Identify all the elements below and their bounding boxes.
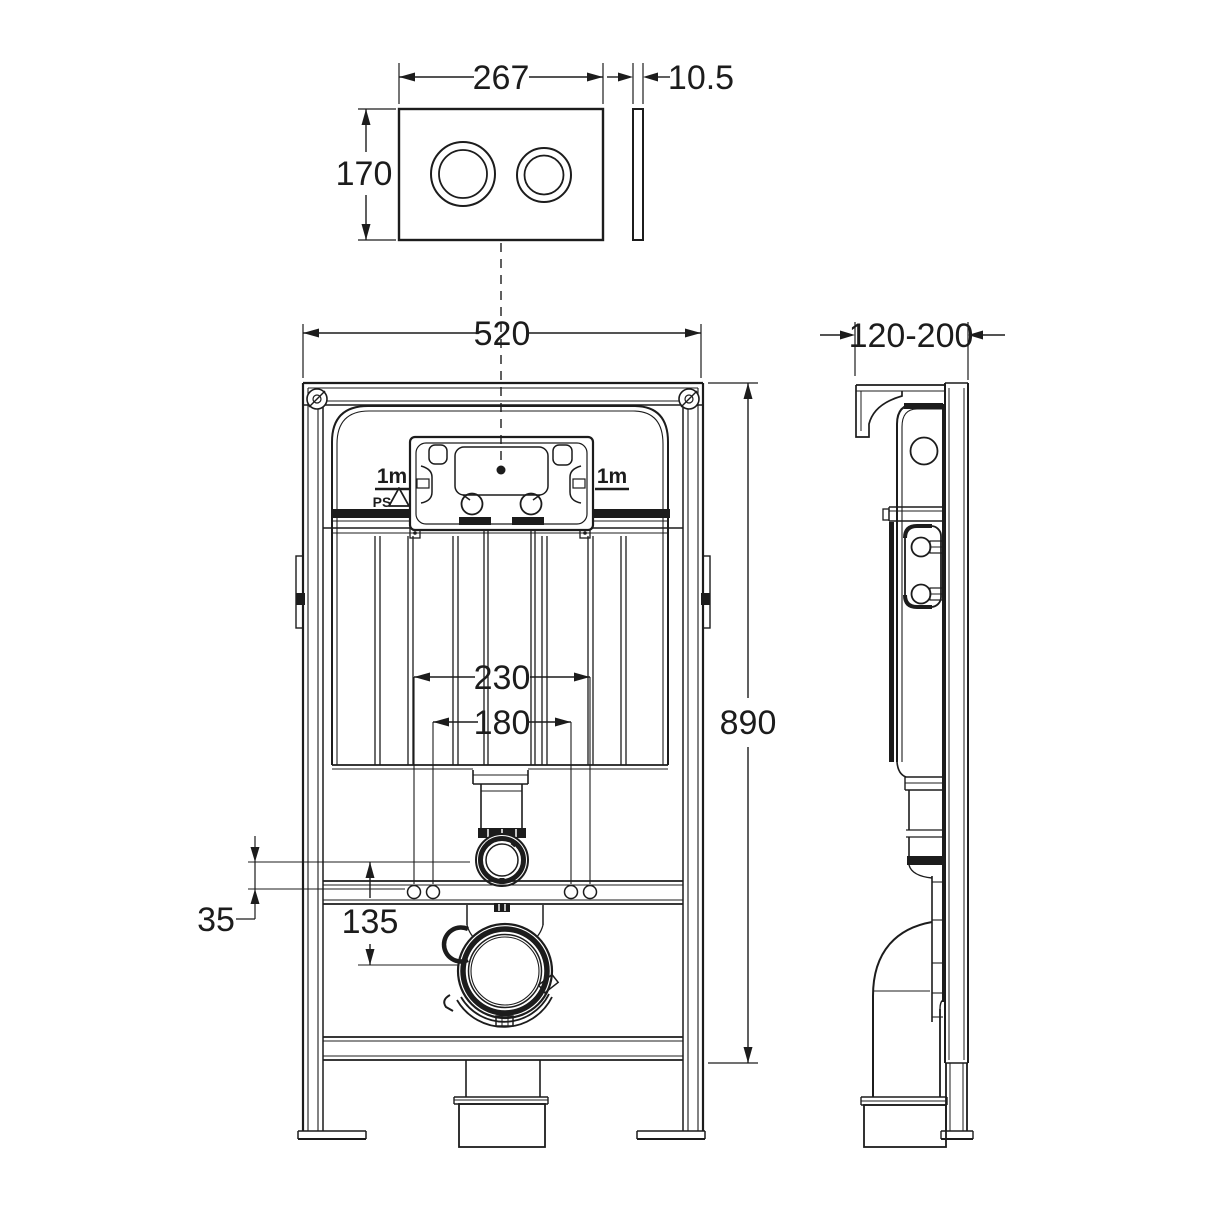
flush-plate-front-view [397, 107, 605, 242]
dim-plate-height: 170 [336, 108, 396, 241]
dim-plate-width-label: 267 [473, 59, 530, 97]
dim-fixing-outer-label: 230 [474, 659, 531, 697]
panel-corner-hole [428, 444, 448, 465]
dim-flush-bend-offset: 35 [197, 836, 470, 939]
flush-pipe-front [472, 770, 529, 838]
frame-side-view [855, 382, 974, 1148]
frame-front-view: 1m 1m PS [295, 381, 711, 1148]
side-frame-rail [944, 382, 969, 1064]
waste-outlet-connector [441, 903, 560, 1028]
fixing-hole [406, 884, 422, 900]
flush-button-large [430, 141, 496, 207]
frame-foot-left [297, 1130, 367, 1140]
dim-plate-height-label: 170 [336, 155, 393, 193]
panel-port [519, 492, 543, 516]
frame-foot-right [636, 1130, 706, 1140]
flush-button-small [516, 147, 572, 203]
flush-plate-side-view [632, 108, 644, 241]
flush-bend-connector [475, 833, 529, 887]
dim-frame-depth-label: 120-200 [849, 317, 974, 355]
dim-plate-width: 267 [398, 59, 604, 104]
flush-pipe-side [896, 761, 943, 1022]
dim-outlet-drop-label: 135 [342, 903, 399, 941]
dim-plate-thickness-label: 10.5 [668, 59, 734, 97]
dim-plate-thickness: 10.5 [607, 59, 734, 104]
left-1m-label: 1m [377, 465, 407, 488]
fixing-hole [563, 884, 579, 900]
panel-port [460, 492, 484, 516]
dim-frame-height-label: 890 [720, 704, 777, 742]
dim-frame-width: 520 [302, 315, 702, 378]
mounting-plate-side [903, 524, 944, 609]
dim-frame-height: 890 [708, 382, 777, 1064]
panel-corner-hole [552, 444, 573, 466]
bottom-rail [323, 1036, 683, 1061]
dim-frame-depth: 120-200 [820, 317, 1005, 380]
dim-frame-width-label: 520 [474, 315, 531, 353]
service-markings: 1m 1m PS [373, 465, 629, 510]
fixing-rail [323, 880, 683, 905]
dim-fixing-inner-label: 180 [474, 704, 531, 742]
outlet-box [453, 1060, 549, 1148]
dim-fixing-inner: 180 [432, 704, 572, 884]
access-panel [408, 435, 595, 532]
tank-ribs [374, 531, 627, 765]
wall-bracket [855, 384, 945, 438]
cistern-side-profile [882, 403, 945, 1002]
inspection-window [454, 446, 549, 496]
clamp-band [443, 973, 560, 1028]
centerline [496, 243, 506, 475]
dim-flush-bend-offset-label: 35 [197, 901, 235, 939]
ps-material-label: PS [373, 494, 392, 510]
right-1m-label: 1m [597, 465, 627, 488]
frame-members [295, 381, 711, 1131]
dim-fixing-outer: 230 [413, 659, 591, 884]
fixing-hole [582, 884, 598, 900]
side-leg [940, 1063, 974, 1140]
side-outlet-box [863, 1104, 947, 1148]
screw-icon [678, 388, 700, 410]
retaining-clip [441, 925, 469, 964]
dim-outlet-drop: 135 [342, 862, 459, 966]
cistern-side-hole [909, 436, 939, 466]
screw-icon [306, 388, 328, 410]
fixing-hole [425, 884, 441, 900]
waste-bend-side [860, 921, 948, 1148]
recycle-icon [388, 487, 410, 507]
